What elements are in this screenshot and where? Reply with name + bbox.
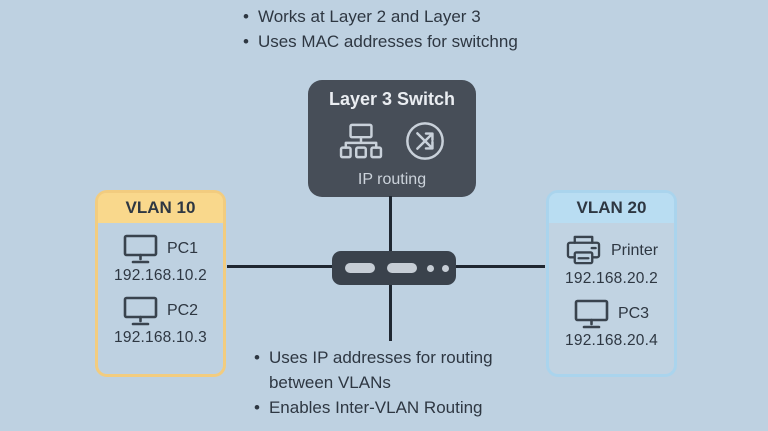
note-item: • Uses MAC addresses for switchng: [243, 29, 518, 54]
note-item: • Works at Layer 2 and Layer 3: [243, 4, 518, 29]
device-printer: Printer 192.168.20.2: [549, 234, 674, 288]
note-text: Uses MAC addresses for switchng: [257, 32, 518, 51]
ip-routing-label: IP routing: [357, 171, 427, 188]
note-text: Enables Inter-VLAN Routing: [268, 398, 483, 417]
bullet-icon: •: [254, 348, 260, 367]
switch-device-bar: [332, 251, 456, 285]
switch-led-dot: [427, 265, 434, 272]
layer2-notes-list: • Works at Layer 2 and Layer 3 • Uses MA…: [243, 4, 518, 54]
device-label: PC2: [166, 302, 199, 319]
router-arrows-icon: [404, 120, 446, 162]
connector-switchbox-to-bar: [389, 196, 392, 252]
monitor-icon: [123, 296, 158, 326]
bullet-icon: •: [254, 398, 260, 417]
device-label: Printer: [610, 241, 659, 259]
device-label: PC1: [166, 240, 199, 257]
device-label: PC3: [617, 305, 650, 322]
connector-bar-down: [389, 284, 392, 341]
device-pc3: PC3 192.168.20.4: [549, 299, 674, 350]
note-item: • Enables Inter-VLAN Routing: [254, 395, 519, 420]
layer3-switch-box: Layer 3 Switch IP routing: [308, 80, 476, 197]
device-ip: 192.168.20.4: [565, 332, 658, 349]
device-ip: 192.168.20.2: [565, 270, 658, 287]
monitor-icon: [123, 234, 158, 264]
vlan10-title: VLAN 10: [98, 193, 223, 223]
device-ip: 192.168.10.2: [114, 267, 207, 284]
layer3-switch-icons: [338, 120, 446, 162]
note-text: Uses IP addresses for routing between VL…: [268, 348, 493, 392]
bullet-icon: •: [243, 7, 249, 26]
layer3-notes-list: • Uses IP addresses for routing between …: [254, 345, 519, 420]
device-ip: 192.168.10.3: [114, 329, 207, 346]
switch-port-pill: [345, 263, 375, 273]
printer-icon: [565, 234, 602, 267]
monitor-icon: [574, 299, 609, 329]
bullet-icon: •: [243, 32, 249, 51]
vlan20-box: VLAN 20 Printer 192.168.20.2: [546, 190, 677, 377]
device-pc1: PC1 192.168.10.2: [98, 234, 223, 285]
vlan10-box: VLAN 10 PC1 192.168.10.2: [95, 190, 226, 377]
switch-port-pill: [387, 263, 417, 273]
note-item: • Uses IP addresses for routing between …: [254, 345, 519, 395]
device-pc2: PC2 192.168.10.3: [98, 296, 223, 347]
switch-led-dot: [442, 265, 449, 272]
note-text: Works at Layer 2 and Layer 3: [257, 7, 481, 26]
layer3-switch-title: Layer 3 Switch: [328, 89, 456, 109]
vlan20-title: VLAN 20: [549, 193, 674, 223]
network-topology-icon: [338, 122, 384, 160]
